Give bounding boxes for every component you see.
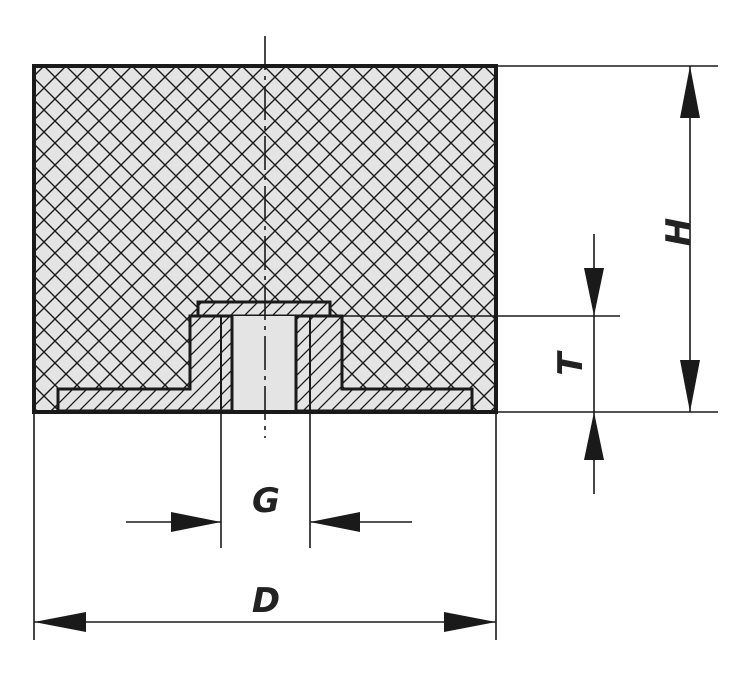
dimension-label-t: T bbox=[551, 350, 591, 376]
arrowhead bbox=[171, 512, 221, 532]
arrowhead bbox=[34, 612, 86, 632]
dimension-h: H bbox=[659, 66, 700, 412]
extension-lines bbox=[33, 65, 718, 640]
dimension-d: D bbox=[34, 581, 496, 632]
arrowhead bbox=[680, 66, 700, 118]
dimension-label-h: H bbox=[659, 218, 699, 246]
dimension-label-d: D bbox=[252, 581, 280, 621]
dimension-label-g: G bbox=[252, 481, 280, 521]
arrowhead bbox=[680, 360, 700, 412]
body-outline bbox=[32, 64, 498, 414]
arrowhead bbox=[310, 512, 360, 532]
arrowhead bbox=[444, 612, 496, 632]
threaded-bore bbox=[220, 316, 311, 411]
arrowhead bbox=[584, 412, 604, 460]
dimension-g: G bbox=[126, 481, 412, 532]
dimension-t: T bbox=[551, 234, 604, 494]
arrowhead bbox=[584, 268, 604, 316]
